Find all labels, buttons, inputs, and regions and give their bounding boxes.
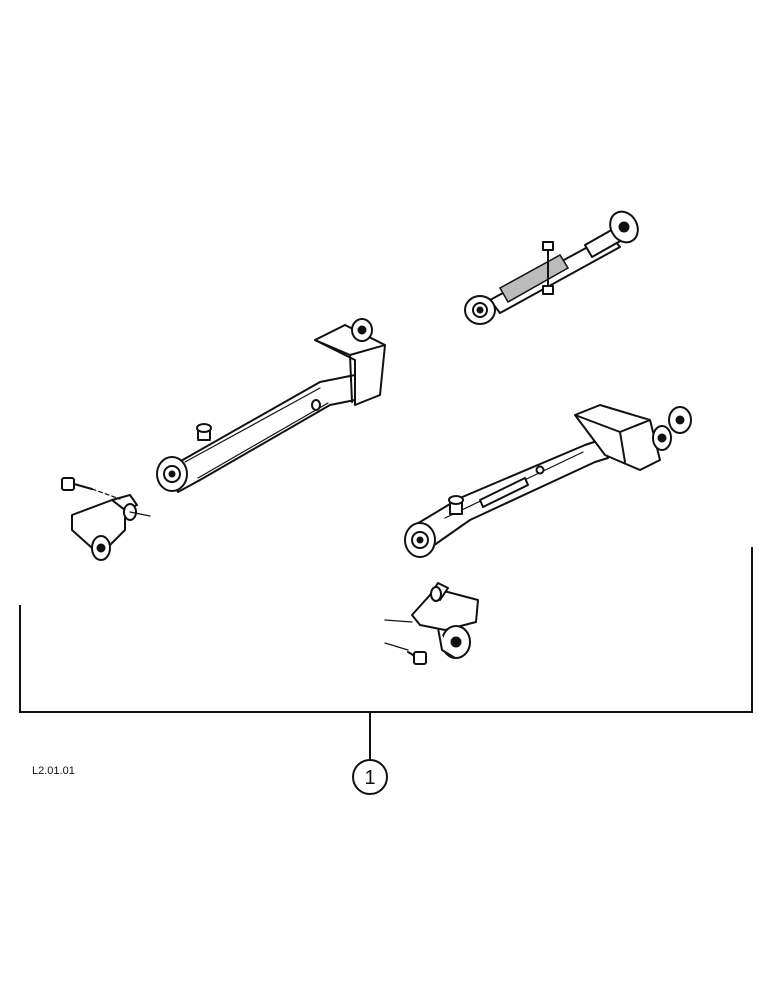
assembly-group-bracket — [19, 547, 753, 713]
right-mounting-bracket — [411, 582, 479, 659]
left-lower-link-arm — [156, 318, 386, 493]
top-link-part — [464, 210, 639, 325]
right-bracket-bolt — [384, 619, 427, 665]
left-mounting-bracket — [71, 494, 138, 561]
callout-number: 1 — [364, 767, 375, 789]
figure-reference-code: L2.01.01 — [32, 765, 75, 777]
left-bracket-bolt — [61, 477, 151, 517]
right-lower-link-arm — [404, 404, 692, 558]
callout-circle — [352, 759, 388, 795]
